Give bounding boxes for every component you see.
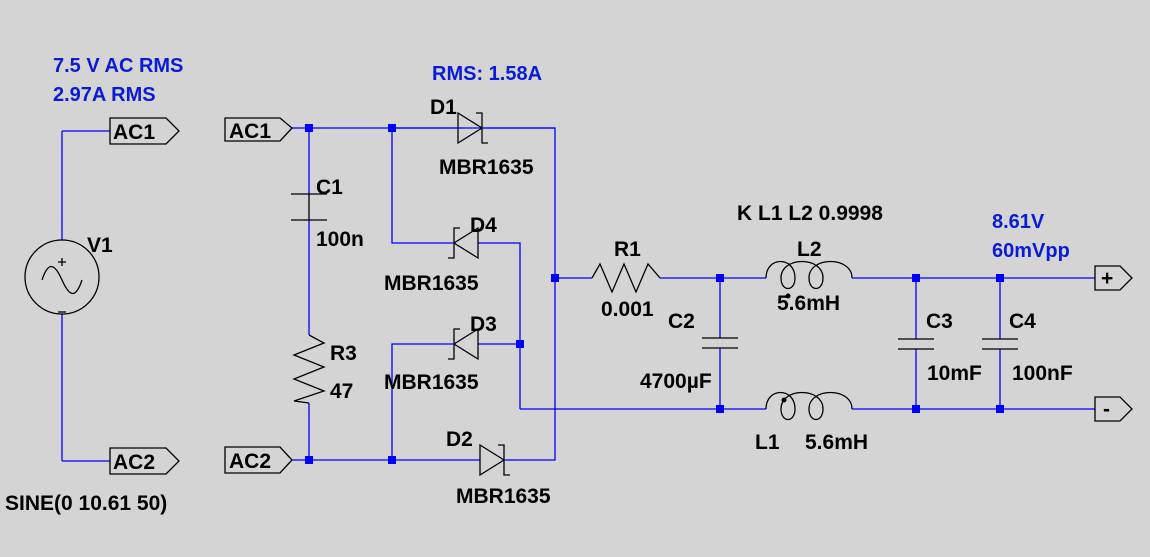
- d2-value-label: MBR1635: [456, 485, 551, 508]
- diode-current-annotation: RMS: 1.58A: [432, 63, 542, 85]
- v1-name-label: V1: [87, 234, 113, 257]
- c2-value-label: 4700µF: [640, 370, 712, 393]
- c1-value-label: 100n: [316, 228, 364, 251]
- output-voltage-annotation: 8.61V: [992, 211, 1045, 233]
- net-flag-ac1-left: [109, 117, 180, 145]
- c3-value-label: 10mF: [927, 362, 982, 385]
- junction-dot: [912, 405, 920, 413]
- junction-dot: [716, 405, 724, 413]
- d1-value-label: MBR1635: [439, 156, 534, 179]
- sine-source-symbol: [24, 239, 100, 315]
- diode-d2-symbol: [479, 443, 514, 477]
- net-flag-plus: [1094, 265, 1133, 291]
- r3-value-label: 47: [330, 380, 353, 403]
- net-label-ac1-right: AC1: [229, 120, 271, 143]
- junction-dot: [305, 456, 313, 464]
- v1-value-label: SINE(0 10.61 50): [5, 492, 167, 515]
- net-label-minus: -: [1103, 398, 1110, 421]
- l2-value-label: 5.6mH: [777, 292, 840, 315]
- net-flags: [109, 117, 1133, 475]
- junction-dot: [388, 456, 396, 464]
- c4-value-label: 100nF: [1012, 362, 1073, 385]
- junction-dot: [305, 124, 313, 132]
- net-flag-ac2-right: [224, 446, 293, 474]
- junction-dot: [551, 274, 559, 282]
- capacitor-c2-symbol: [702, 337, 738, 349]
- c1-name-label: C1: [316, 176, 343, 199]
- junction-dot: [716, 274, 724, 282]
- diode-d1-symbol: [392, 111, 555, 145]
- net-label-plus: +: [1101, 267, 1113, 290]
- inductor-l2-symbol: [765, 260, 853, 299]
- diode-d4-symbol: [430, 226, 479, 260]
- net-label-ac1-left: AC1: [113, 121, 155, 144]
- c3-name-label: C3: [926, 310, 953, 333]
- c2-name-label: C2: [668, 310, 695, 333]
- resistor-r3-symbol: [292, 334, 326, 404]
- r1-value-label: 0.001: [601, 298, 654, 321]
- net-flag-minus: [1094, 396, 1133, 422]
- d1-name-label: D1: [430, 96, 457, 119]
- source-voltage-annotation: 7.5 V AC RMS: [53, 55, 183, 77]
- l1-name-label: L1: [755, 431, 780, 454]
- capacitor-c3-symbol: [898, 338, 934, 350]
- r3-name-label: R3: [330, 342, 357, 365]
- l1-value-label: 5.6mH: [805, 431, 868, 454]
- l2-name-label: L2: [797, 238, 822, 261]
- d3-value-label: MBR1635: [384, 371, 479, 394]
- net-flag-ac1-right: [224, 117, 293, 142]
- junction-dot: [996, 405, 1004, 413]
- d4-value-label: MBR1635: [384, 272, 479, 295]
- r1-name-label: R1: [614, 238, 641, 261]
- junction-dot: [516, 340, 524, 348]
- inductor-l1-symbol: [765, 391, 853, 421]
- capacitor-c1-symbol: [291, 193, 327, 221]
- capacitor-c4-symbol: [982, 338, 1018, 350]
- d2-name-label: D2: [446, 428, 473, 451]
- net-flag-ac2-left: [109, 447, 180, 475]
- coupling-directive: K L1 L2 0.9998: [737, 202, 883, 225]
- net-label-ac2-left: AC2: [113, 451, 155, 474]
- source-current-annotation: 2.97A RMS: [53, 84, 156, 106]
- c4-name-label: C4: [1009, 310, 1036, 333]
- junction-dot: [912, 274, 920, 282]
- diode-d3-symbol: [430, 327, 479, 361]
- output-ripple-annotation: 60mVpp: [992, 240, 1070, 262]
- net-label-ac2-right: AC2: [229, 450, 271, 473]
- resistor-r1-symbol: [591, 262, 661, 294]
- wires: [61, 127, 1095, 462]
- d3-name-label: D3: [470, 313, 497, 336]
- junction-dot: [996, 274, 1004, 282]
- d4-name-label: D4: [470, 214, 497, 237]
